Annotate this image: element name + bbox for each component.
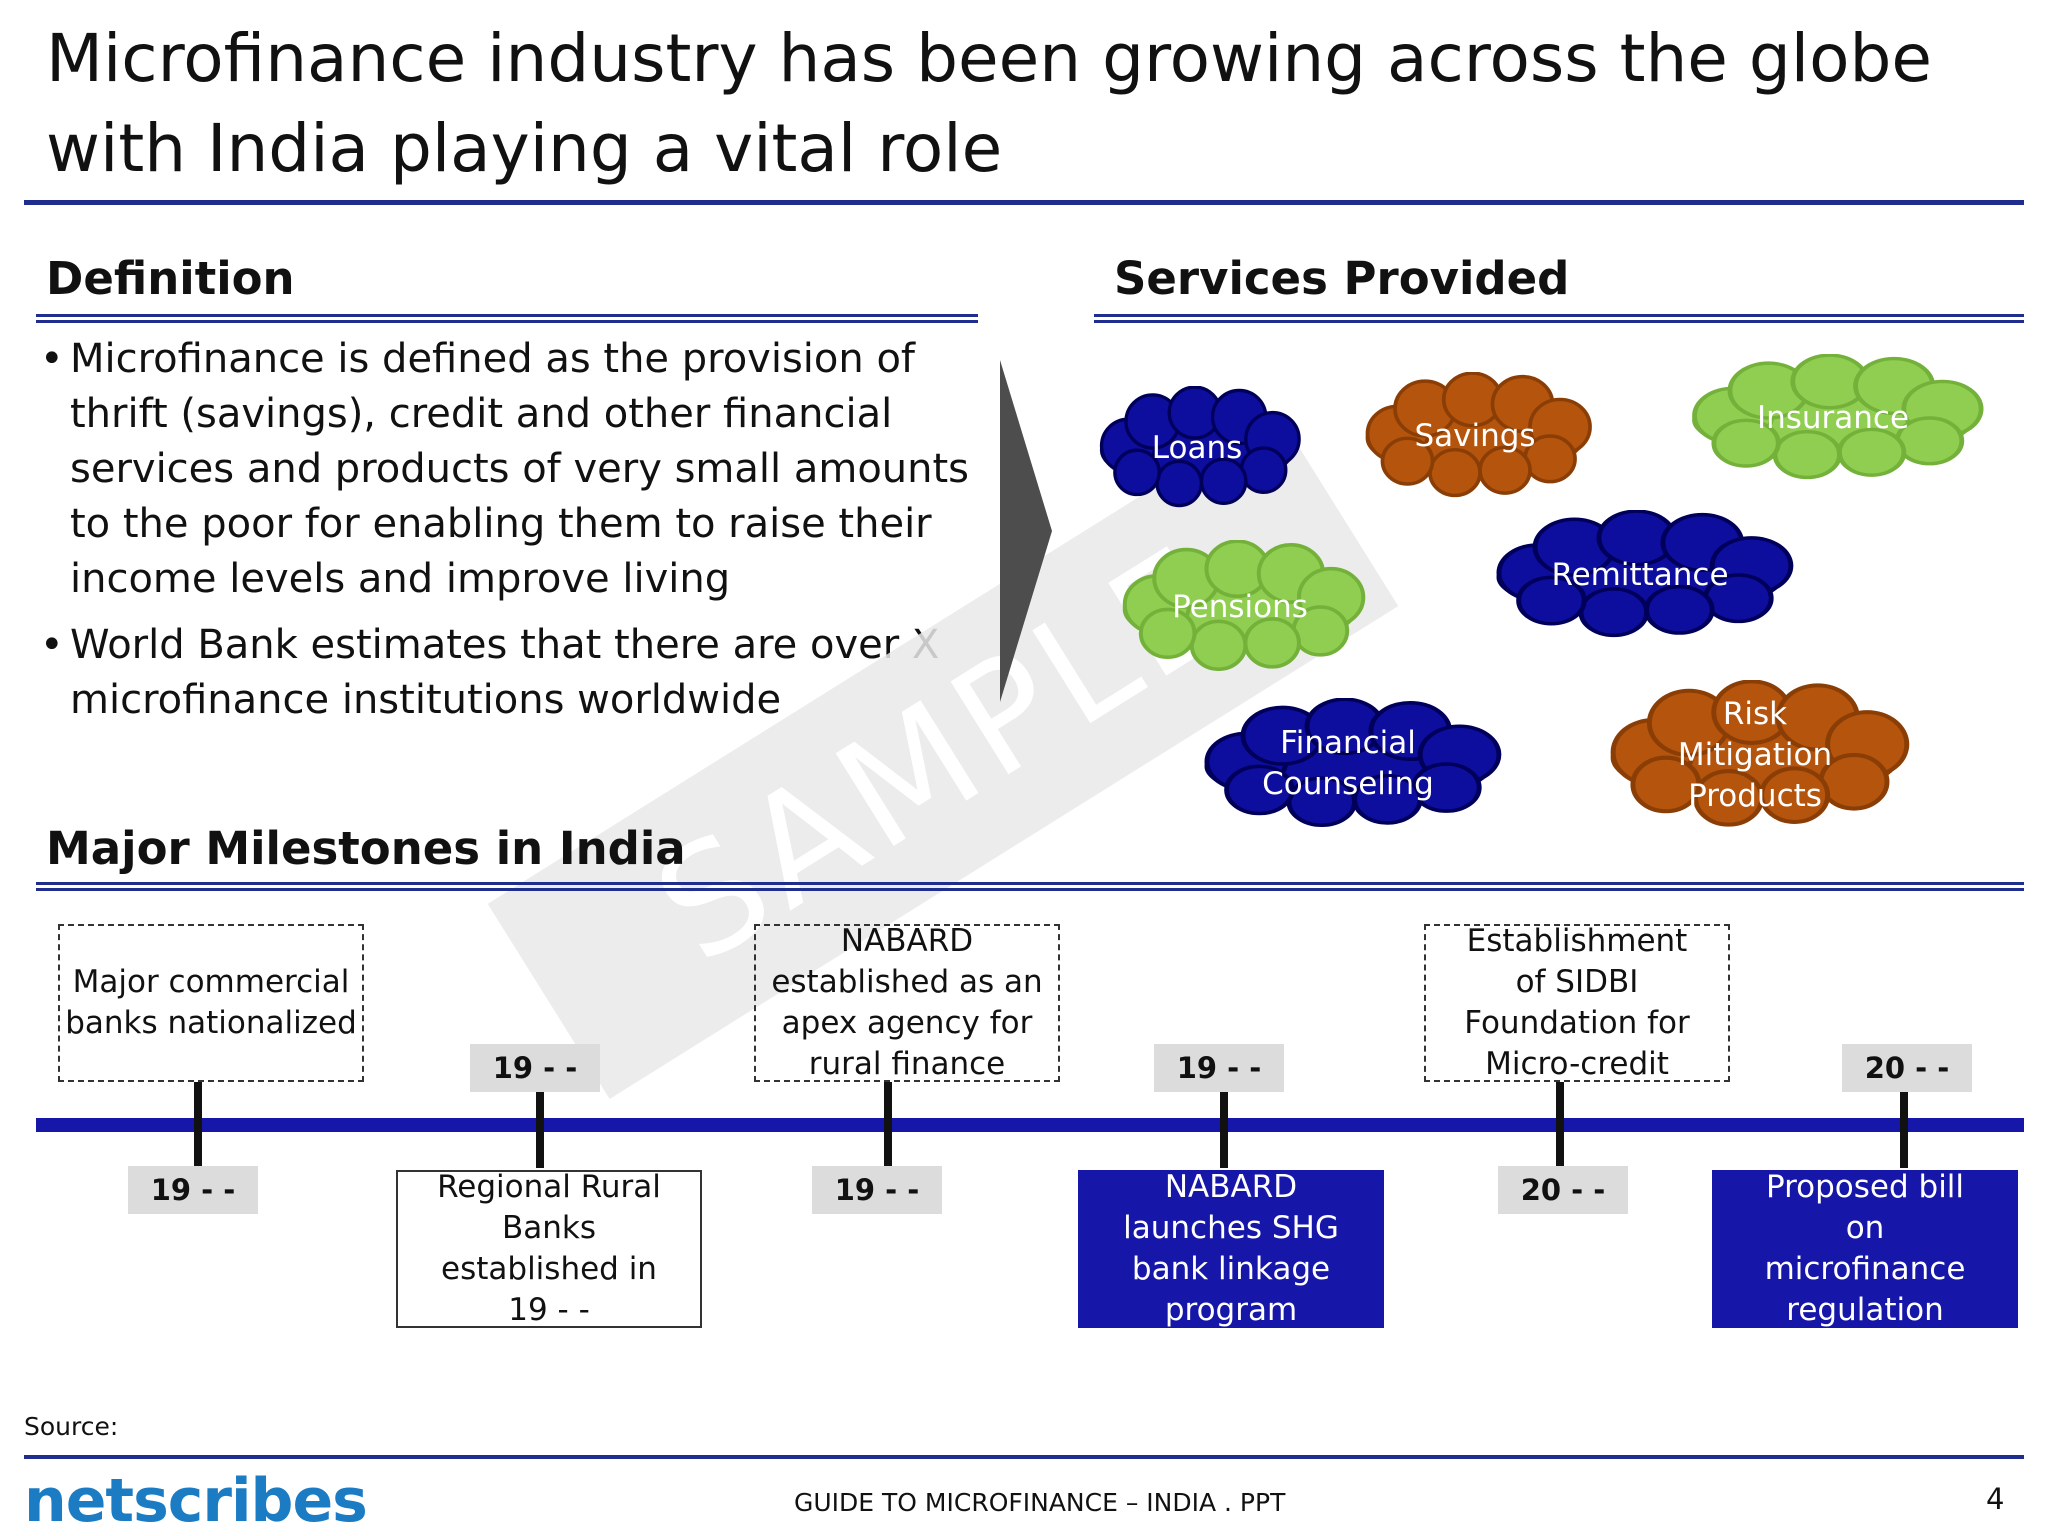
milestone-box: Establishment of SIDBI Foundation for Mi…: [1424, 923, 1730, 1082]
service-label: Savings: [1414, 417, 1536, 454]
services-divider: [1094, 314, 2024, 323]
definition-bullets: • Microfinance is defined as the provisi…: [40, 332, 970, 739]
source-label: Source:: [24, 1412, 119, 1441]
service-cloud-risk-mitigation: Risk Mitigation Products: [1590, 680, 1920, 830]
bullet-dot-icon: •: [40, 622, 64, 668]
milestone-date: 20 - -: [1842, 1044, 1972, 1092]
footer-divider: [24, 1455, 2024, 1459]
definition-bullet-text: Microfinance is defined as the provision…: [70, 336, 970, 602]
services-heading: Services Provided: [1114, 252, 1570, 305]
timeline-tick: [536, 1082, 544, 1168]
milestone-box: Proposed bill on microfinance regulation: [1712, 1169, 2018, 1328]
service-cloud-loans: Loans: [1086, 385, 1308, 510]
milestone-box: NABARD established as an apex agency for…: [754, 923, 1060, 1082]
definition-divider: [36, 314, 978, 323]
timeline-tick: [1556, 1082, 1564, 1168]
bullet-dot-icon: •: [40, 336, 64, 382]
service-cloud-pensions: Pensions: [1106, 540, 1374, 674]
service-label: Financial Counseling: [1262, 725, 1434, 802]
timeline-tick: [1220, 1082, 1228, 1168]
definition-bullet-text: World Bank estimates that there are over…: [70, 622, 940, 723]
milestone-box: Regional Rural Banks established in 19 -…: [396, 1169, 702, 1328]
definition-bullet: • World Bank estimates that there are ov…: [40, 618, 970, 728]
milestone-date: 19 - -: [128, 1166, 258, 1214]
footer-doc-title: GUIDE TO MICROFINANCE – INDIA . PPT: [794, 1488, 1286, 1517]
milestone-date: 19 - -: [470, 1044, 600, 1092]
milestone-date: 19 - -: [812, 1166, 942, 1214]
milestones-divider: [36, 882, 2024, 891]
service-label: Remittance: [1551, 556, 1729, 593]
title-divider: [24, 200, 2024, 205]
netscribes-logo: netscribes: [24, 1466, 368, 1536]
timeline-tick: [884, 1082, 892, 1168]
service-label: Risk Mitigation Products: [1677, 695, 1833, 814]
service-cloud-remittance: Remittance: [1476, 510, 1804, 640]
milestone-box: NABARD launches SHG bank linkage program: [1078, 1169, 1384, 1328]
milestones-heading: Major Milestones in India: [46, 822, 686, 875]
timeline-bar: [36, 1118, 2024, 1132]
service-label: Pensions: [1172, 588, 1308, 625]
right-arrow-icon: [1000, 360, 1052, 702]
definition-bullet: • Microfinance is defined as the provisi…: [40, 332, 970, 607]
page-title: Microfinance industry has been growing a…: [46, 20, 1932, 187]
definition-heading: Definition: [46, 252, 295, 305]
service-label: Loans: [1151, 429, 1243, 466]
milestone-box: Major commercial banks nationalized: [58, 924, 364, 1082]
timeline-tick: [1900, 1082, 1908, 1168]
timeline-tick: [194, 1082, 202, 1168]
service-cloud-savings: Savings: [1350, 371, 1600, 500]
milestone-date: 20 - -: [1498, 1166, 1628, 1214]
service-cloud-insurance: Insurance: [1672, 354, 1994, 482]
service-label: Insurance: [1756, 399, 1910, 436]
page-number: 4: [1986, 1482, 2005, 1516]
service-cloud-financial-counseling: Financial Counseling: [1184, 698, 1512, 830]
milestone-date: 19 - -: [1154, 1044, 1284, 1092]
